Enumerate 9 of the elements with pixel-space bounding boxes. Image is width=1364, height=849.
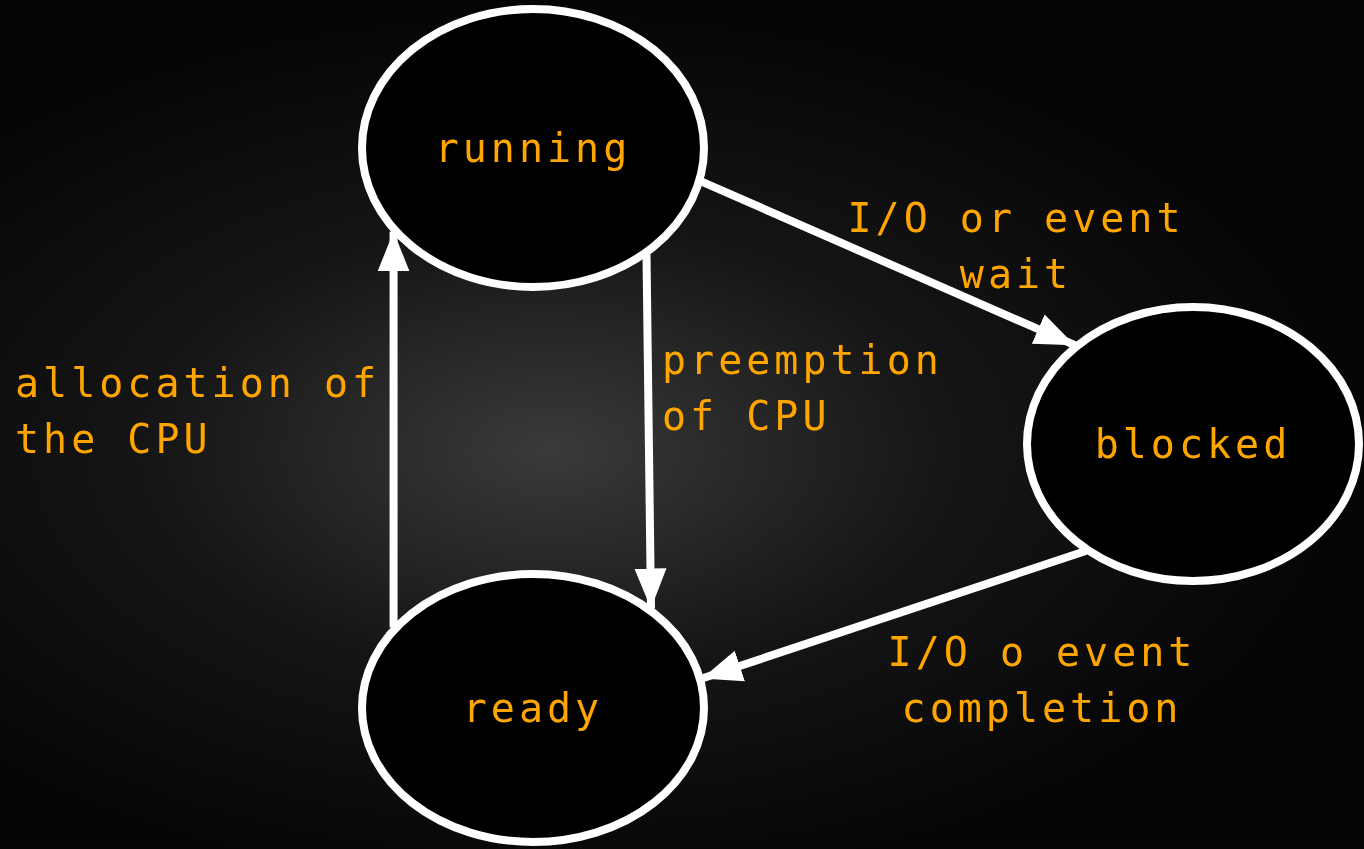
state-label: blocked xyxy=(1093,421,1293,467)
edge-label: I/O or event wait xyxy=(846,194,1186,299)
edge-label: preemption of CPU xyxy=(662,336,944,441)
edge-label: allocation of the CPU xyxy=(15,359,382,464)
edge-label: I/O o event completion xyxy=(886,628,1198,733)
arrow xyxy=(634,254,667,609)
state-label: running xyxy=(433,125,633,171)
state-label: ready xyxy=(461,685,605,731)
arrow xyxy=(377,231,410,628)
